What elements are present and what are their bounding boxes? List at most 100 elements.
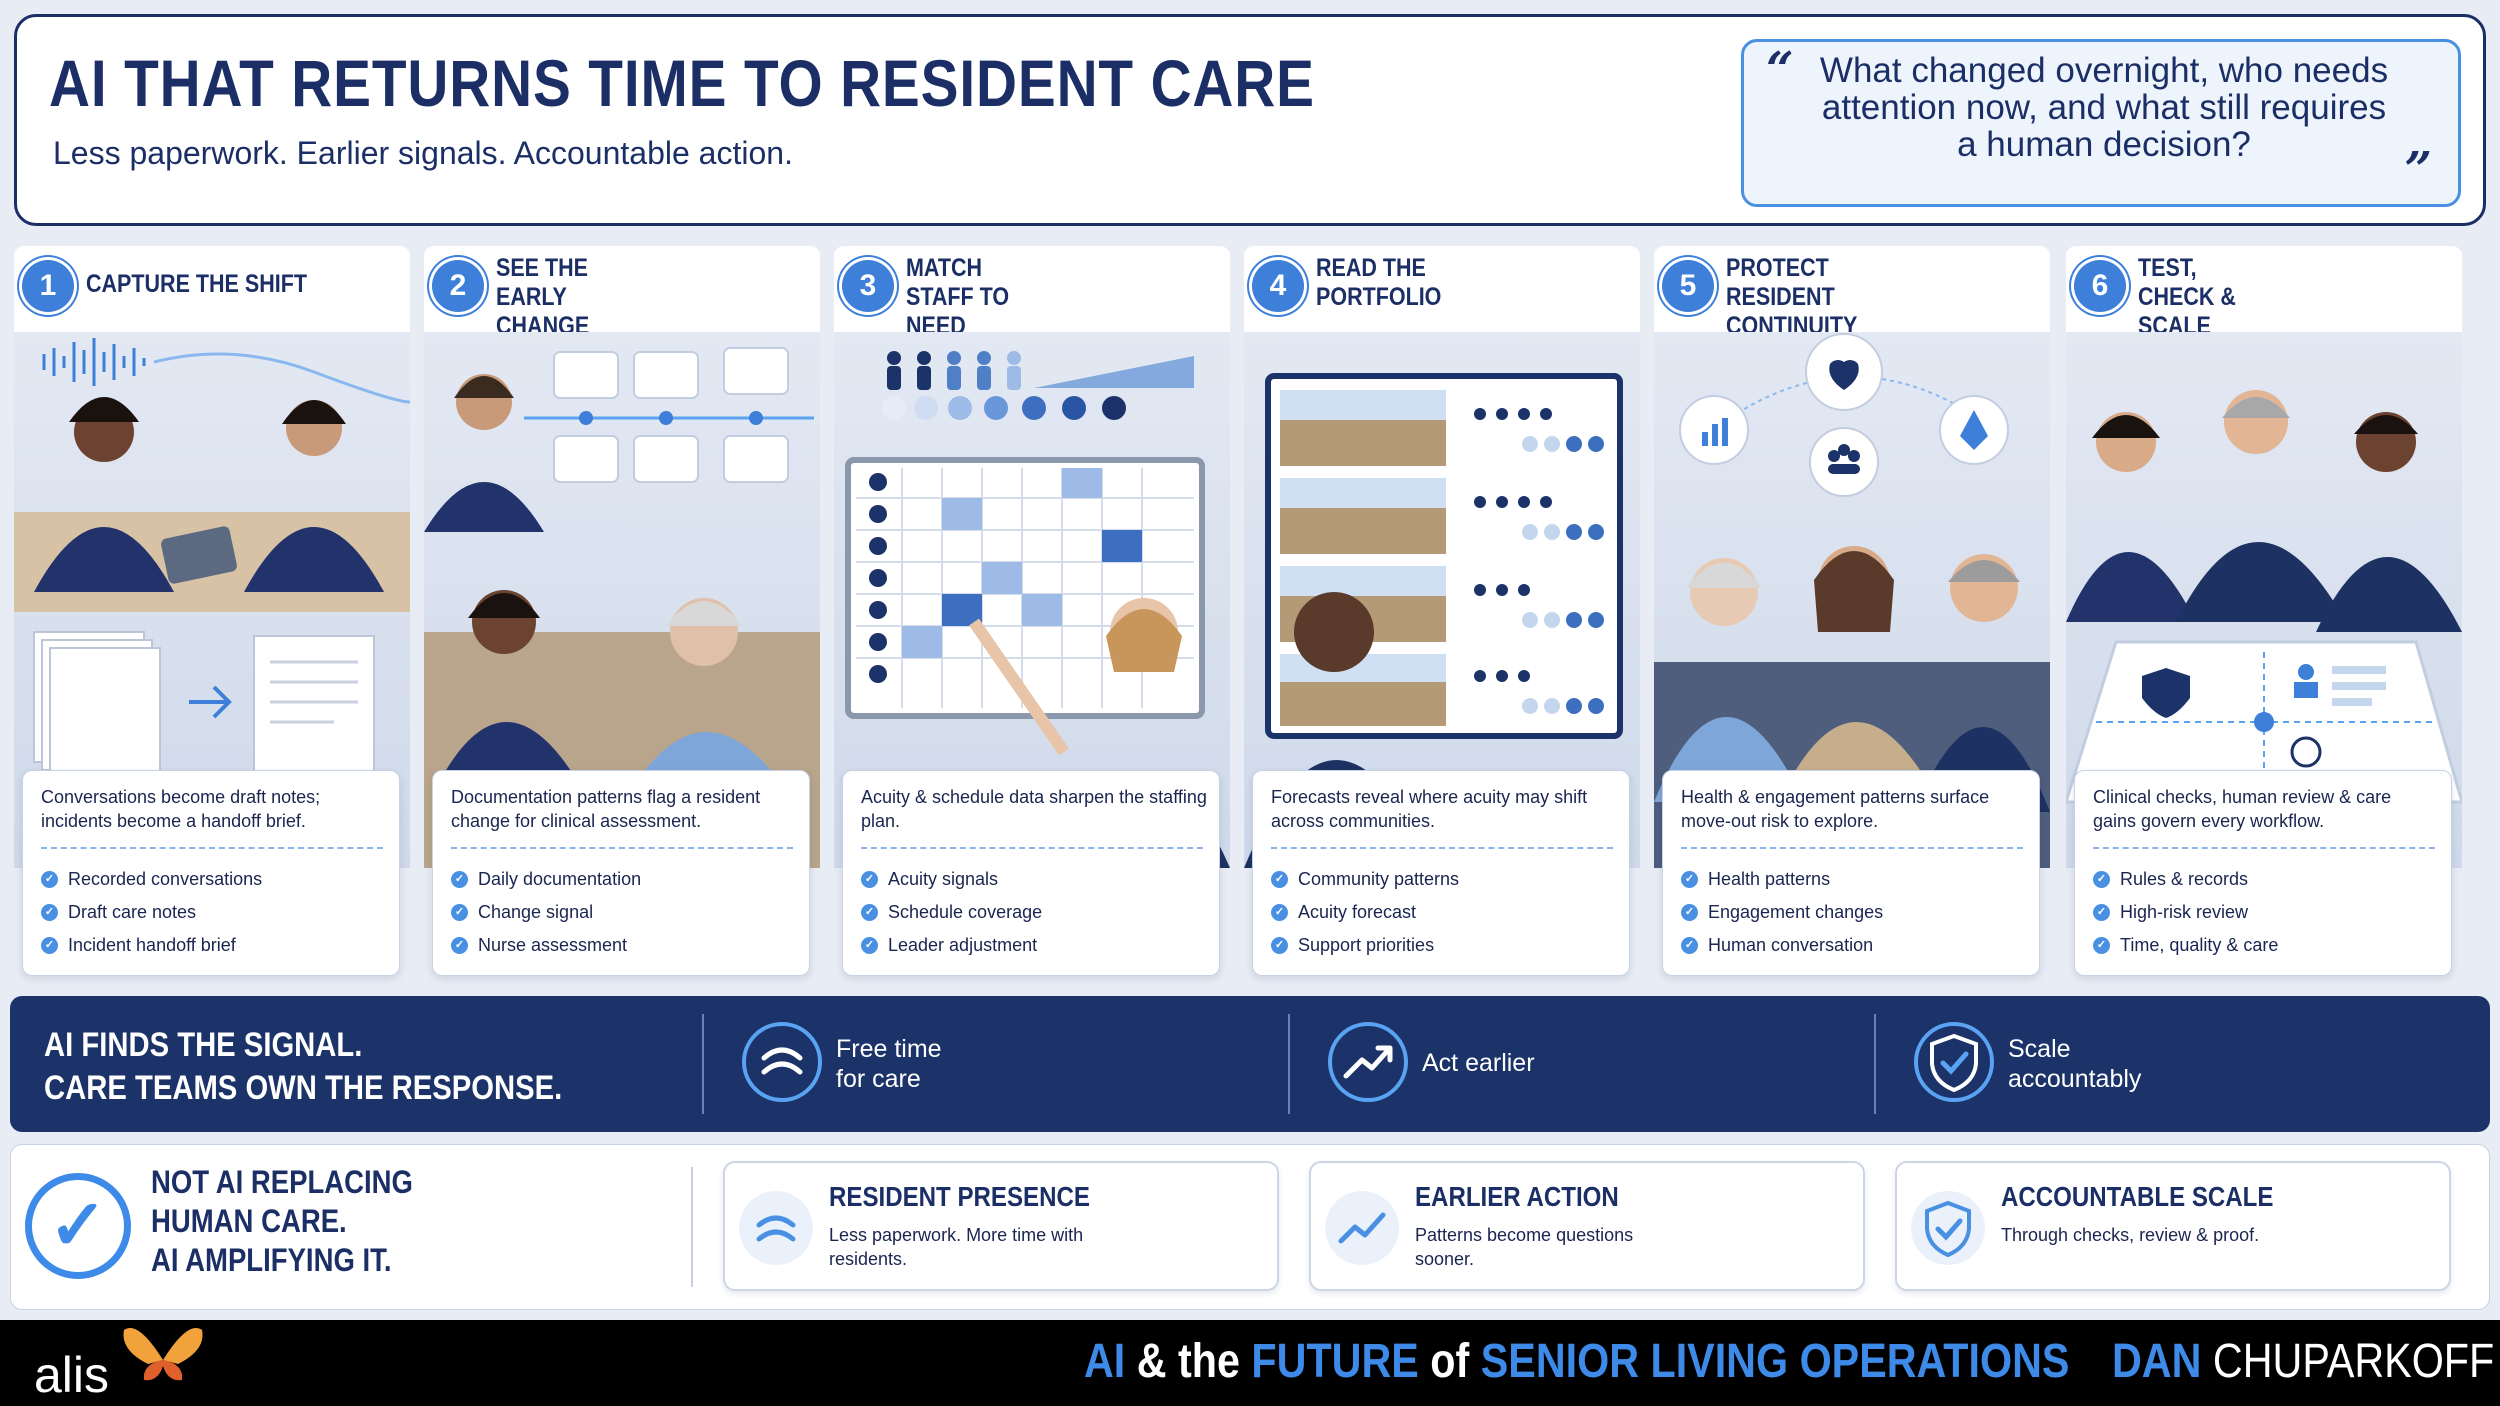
footer-series-title: AI & the FUTURE of SENIOR LIVING OPERATI… — [1084, 1335, 2070, 1388]
quote-text: What changed overnight, who needs attent… — [1819, 51, 2389, 164]
check-circle-icon: ✓ — [25, 1173, 131, 1279]
list-item: ✓Schedule coverage — [861, 896, 1042, 929]
check-icon: ✓ — [451, 871, 468, 888]
trend-up-icon — [1328, 1022, 1408, 1102]
check-icon: ✓ — [451, 904, 468, 921]
principle-line-3: AI AMPLIFYING IT. — [151, 1242, 392, 1278]
list-item: ✓Support priorities — [1271, 929, 1459, 962]
card-earlier-action: EARLIER ACTION Patterns become questions… — [1309, 1161, 1865, 1291]
step-number: 2 — [432, 260, 484, 312]
list-item: ✓Draft care notes — [41, 896, 262, 929]
list-item: ✓Acuity forecast — [1271, 896, 1459, 929]
check-icon: ✓ — [1271, 937, 1288, 954]
step-title: CAPTURE THE SHIFT — [86, 270, 307, 298]
step-description: Conversations become draft notes; incide… — [41, 787, 321, 831]
header-panel: AI THAT RETURNS TIME TO RESIDENT CARE Le… — [14, 14, 2486, 226]
step-description: Forecasts reveal where acuity may shift … — [1271, 787, 1588, 831]
butterfly-logo-icon — [123, 1328, 203, 1381]
list-item: ✓Daily documentation — [451, 863, 641, 896]
check-icon: ✓ — [861, 937, 878, 954]
shield-check-icon — [1911, 1191, 1985, 1265]
check-icon: ✓ — [1681, 904, 1698, 921]
step-number: 5 — [1662, 260, 1714, 312]
list-item: ✓Community patterns — [1271, 863, 1459, 896]
card-title: EARLIER ACTION — [1415, 1181, 1619, 1212]
list-item: ✓Time, quality & care — [2093, 929, 2278, 962]
list-item: ✓Nurse assessment — [451, 929, 641, 962]
page-subtitle: Less paperwork. Earlier signals. Account… — [53, 135, 793, 171]
step-card: Health & engagement patterns surface mov… — [1662, 770, 2040, 976]
footer-bar: alis AI & the FUTURE of SENIOR LIVING OP… — [0, 1320, 2500, 1406]
shield-check-icon — [1914, 1022, 1994, 1102]
step-card: Conversations become draft notes; incide… — [22, 770, 400, 976]
step-title: TEST, CHECK & SCALE — [2138, 254, 2236, 340]
step-card: Clinical checks, human review & care gai… — [2074, 770, 2452, 976]
waveform-icon — [14, 338, 410, 779]
check-icon: ✓ — [41, 904, 58, 921]
check-icon: ✓ — [451, 937, 468, 954]
check-icon: ✓ — [2093, 871, 2110, 888]
check-icon: ✓ — [2093, 904, 2110, 921]
principle-row: ✓ NOT AI REPLACING HUMAN CARE. AI AMPLIF… — [10, 1144, 2490, 1310]
step-title: READ THE PORTFOLIO — [1316, 254, 1442, 311]
close-quote-icon: ” — [2404, 142, 2432, 198]
step-card: Documentation patterns flag a resident c… — [432, 770, 810, 976]
banner-line-1: AI FINDS THE SIGNAL. — [44, 1026, 363, 1064]
card-description: Less paperwork. More time with residents… — [829, 1225, 1084, 1269]
step-description: Acuity & schedule data sharpen the staff… — [861, 787, 1207, 831]
list-item: ✓Incident handoff brief — [41, 929, 262, 962]
card-accountable-scale: ACCOUNTABLE SCALE Through checks, review… — [1895, 1161, 2451, 1291]
step-capture-the-shift: 1 CAPTURE THE SHIFT Conversations become … — [14, 246, 410, 986]
list-item: ✓Leader adjustment — [861, 929, 1042, 962]
step-title: MATCH STAFF TO NEED — [906, 254, 1010, 340]
footer-author: DAN CHUPARKOFF — [2112, 1335, 2495, 1388]
list-item: ✓Rules & records — [2093, 863, 2278, 896]
check-icon: ✓ — [2093, 937, 2110, 954]
smile-arc-icon — [742, 1022, 822, 1102]
list-item: ✓Health patterns — [1681, 863, 1883, 896]
summary-banner: AI FINDS THE SIGNAL. CARE TEAMS OWN THE … — [10, 996, 2490, 1132]
open-quote-icon: “ — [1766, 42, 1794, 98]
heart-icon — [1829, 360, 1859, 390]
step-number: 1 — [22, 260, 74, 312]
step-number: 4 — [1252, 260, 1304, 312]
check-icon: ✓ — [41, 871, 58, 888]
smile-arc-icon — [739, 1191, 813, 1265]
step-card: Forecasts reveal where acuity may shift … — [1252, 770, 1630, 976]
check-icon: ✓ — [861, 871, 878, 888]
list-item: ✓Acuity signals — [861, 863, 1042, 896]
card-description: Through checks, review & proof. — [2001, 1225, 2260, 1245]
list-item: ✓Engagement changes — [1681, 896, 1883, 929]
step-description: Documentation patterns flag a resident c… — [451, 787, 761, 831]
check-icon: ✓ — [1681, 937, 1698, 954]
list-item: ✓Recorded conversations — [41, 863, 262, 896]
step-number: 3 — [842, 260, 894, 312]
card-title: ACCOUNTABLE SCALE — [2001, 1181, 2274, 1212]
check-icon: ✓ — [861, 904, 878, 921]
banner-line-2: CARE TEAMS OWN THE RESPONSE. — [44, 1069, 563, 1107]
check-icon: ✓ — [1271, 871, 1288, 888]
principle-line-1: NOT AI REPLACING — [151, 1164, 413, 1200]
step-card: Acuity & schedule data sharpen the staff… — [842, 770, 1220, 976]
alis-logo: alis — [34, 1347, 110, 1403]
list-item: ✓Change signal — [451, 896, 641, 929]
principle-line-2: HUMAN CARE. — [151, 1203, 347, 1239]
card-resident-presence: RESIDENT PRESENCE Less paperwork. More t… — [723, 1161, 1279, 1291]
quote-box: “ What changed overnight, who needs atte… — [1741, 39, 2461, 207]
step-title: PROTECT RESIDENT CONTINUITY — [1726, 254, 1858, 340]
step-title: SEE THE EARLY CHANGE — [496, 254, 590, 340]
card-title: RESIDENT PRESENCE — [829, 1181, 1090, 1212]
step-description: Clinical checks, human review & care gai… — [2093, 787, 2392, 831]
step-number: 6 — [2074, 260, 2126, 312]
step-description: Health & engagement patterns surface mov… — [1681, 787, 1990, 831]
check-icon: ✓ — [41, 937, 58, 954]
trend-up-icon — [1325, 1191, 1399, 1265]
check-icon: ✓ — [1681, 871, 1698, 888]
list-item: ✓High-risk review — [2093, 896, 2278, 929]
